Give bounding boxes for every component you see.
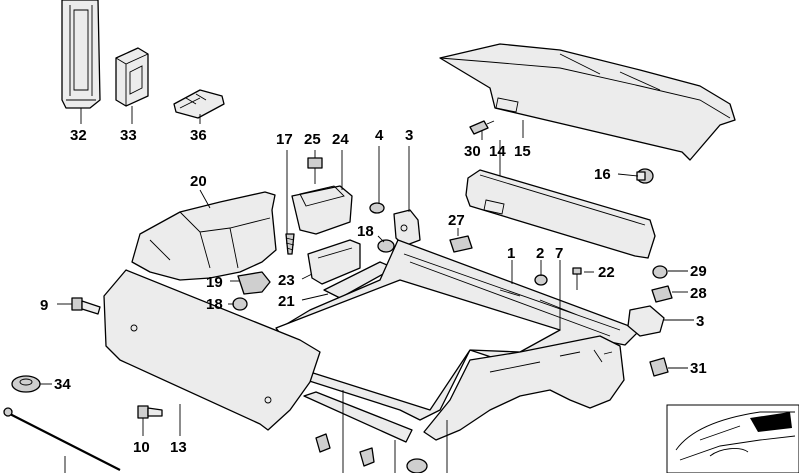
part-36-clip — [173, 89, 225, 119]
part-18-grommet-top — [377, 239, 395, 253]
callout-34: 34 — [54, 376, 71, 393]
part-29-clip — [652, 265, 668, 279]
part-13-side-panel — [103, 269, 321, 431]
part-16-screw — [636, 168, 654, 184]
part-31-plug — [649, 357, 669, 377]
part-22-screw — [572, 267, 582, 290]
callout-33: 33 — [120, 127, 137, 144]
callout-20: 20 — [190, 173, 207, 190]
car-thumbnail — [666, 404, 799, 473]
callout-17: 17 — [276, 131, 293, 148]
callout-30: 30 — [464, 143, 481, 160]
part-34-cap — [11, 375, 41, 393]
callout-4: 4 — [375, 127, 384, 144]
callout-10: 10 — [133, 439, 150, 456]
callout-7: 7 — [555, 245, 563, 262]
callout-31: 31 — [690, 360, 707, 377]
part-30-pushpin — [469, 120, 495, 135]
part-bottom-strip — [303, 391, 428, 473]
callout-1: 1 — [507, 245, 515, 262]
part-33-clip — [115, 47, 149, 107]
callout-32: 32 — [70, 127, 87, 144]
part-15-rear-shelf — [439, 43, 736, 161]
callout-23: 23 — [278, 272, 295, 289]
part-19-bracket — [237, 271, 271, 295]
callout-22: 22 — [598, 264, 615, 281]
part-rod — [3, 407, 121, 471]
callout-13: 13 — [170, 439, 187, 456]
part-23-bracket — [307, 239, 361, 285]
part-24-box — [291, 185, 353, 235]
callout-36: 36 — [190, 127, 207, 144]
callout-9: 9 — [40, 297, 48, 314]
callout-14: 14 — [489, 143, 506, 160]
part-3-bracket-lower — [627, 305, 665, 337]
callout-28: 28 — [690, 285, 707, 302]
part-2-clip — [534, 274, 548, 286]
part-27-clip — [449, 235, 473, 253]
part-9-bolt — [71, 297, 101, 315]
callout-24: 24 — [332, 131, 349, 148]
part-7-wheelarch — [423, 335, 625, 441]
callout-29: 29 — [690, 263, 707, 280]
callout-25: 25 — [304, 131, 321, 148]
callout-21: 21 — [278, 293, 295, 310]
callout-3-top: 3 — [405, 127, 413, 144]
part-25-bolt — [307, 157, 323, 184]
part-14-trim-panel — [465, 169, 656, 259]
part-17-screw — [285, 233, 295, 255]
callout-15: 15 — [514, 143, 531, 160]
part-3-bracket-top — [393, 209, 421, 247]
callout-19: 19 — [206, 274, 223, 291]
part-18-grommet-lower — [232, 297, 248, 311]
callout-18-top: 18 — [357, 223, 374, 240]
callout-18-lower: 18 — [206, 296, 223, 313]
callout-16: 16 — [594, 166, 611, 183]
part-32-bracket — [61, 0, 101, 109]
callout-labels: 32 33 36 17 25 24 4 3 30 14 15 16 20 27 … — [40, 127, 707, 456]
part-4-clip — [369, 202, 385, 214]
part-10-bolt — [137, 405, 163, 419]
leader-lines — [40, 106, 694, 473]
callout-27: 27 — [448, 212, 465, 229]
part-20-side-trim — [131, 191, 277, 281]
callout-3-lower: 3 — [696, 313, 704, 330]
callout-2: 2 — [536, 245, 544, 262]
part-28-clip — [651, 285, 673, 303]
